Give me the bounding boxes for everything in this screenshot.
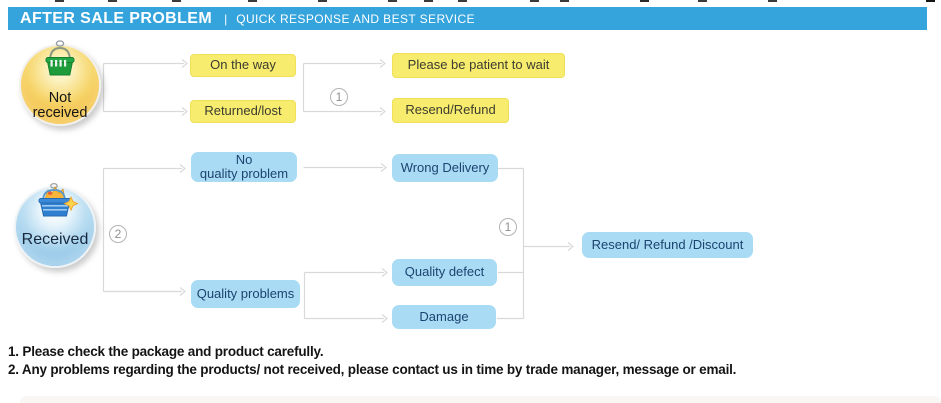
- blue-basket-icon: [38, 182, 79, 217]
- box-returned-lost: Returned/lost: [190, 100, 296, 123]
- box-on-the-way: On the way: [190, 54, 296, 77]
- section-header: AFTER SALE PROBLEM | QUICK RESPONSE AND …: [8, 7, 927, 30]
- marker-circled-2: 2: [109, 225, 127, 243]
- footnotes: 1. Please check the package and product …: [8, 343, 888, 378]
- box-resend-refund: Resend/Refund: [392, 98, 509, 123]
- green-basket-icon: [45, 40, 75, 76]
- footnote-1: 1. Please check the package and product …: [8, 344, 324, 359]
- footnote-2: 2. Any problems regarding the products/ …: [8, 361, 737, 377]
- box-wrong-delivery: Wrong Delivery: [392, 154, 498, 182]
- section-subtitle: QUICK RESPONSE AND BEST SERVICE: [236, 11, 475, 26]
- box-resend-refund-discount: Resend/ Refund /Discount: [582, 232, 753, 258]
- node-received-label: Received: [21, 231, 89, 248]
- box-no-quality-problem: No quality problem: [191, 152, 297, 182]
- marker-circled-1-top: 1: [330, 88, 348, 106]
- box-please-wait: Please be patient to wait: [392, 53, 565, 78]
- cropped-text-artifacts: [0, 0, 9, 2]
- header-separator: |: [224, 11, 228, 26]
- node-received: Received: [14, 182, 96, 268]
- marker-circled-1-right: 1: [499, 218, 517, 236]
- node-not-received: Not received: [19, 40, 101, 126]
- box-quality-defect: Quality defect: [392, 259, 497, 286]
- box-damage: Damage: [392, 305, 496, 329]
- next-section-edge: [20, 396, 941, 403]
- box-quality-problems: Quality problems: [191, 280, 300, 308]
- node-not-received-label: Not received: [32, 90, 88, 122]
- section-title: AFTER SALE PROBLEM: [20, 9, 213, 27]
